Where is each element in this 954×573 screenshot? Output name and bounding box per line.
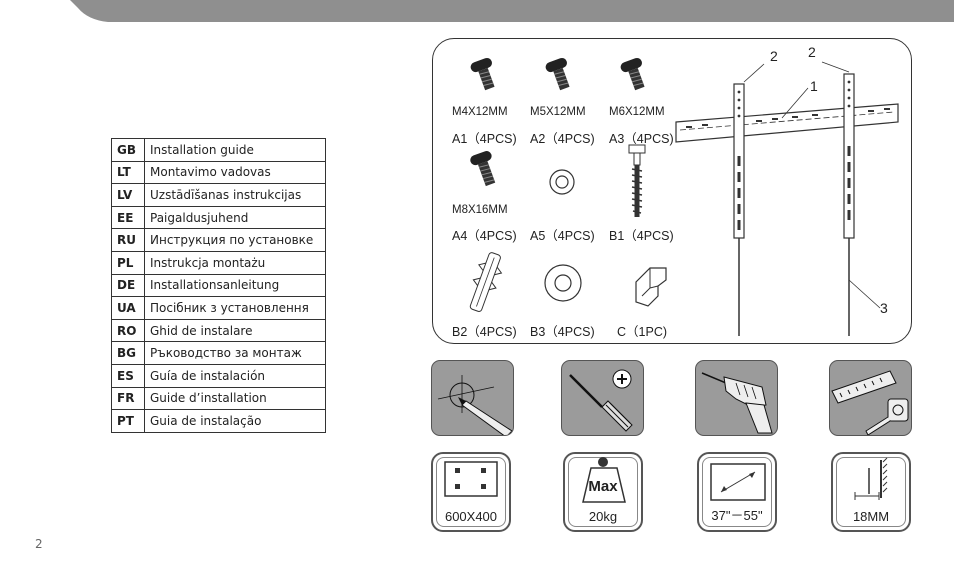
language-guide-title: Installationsanleitung: [144, 273, 326, 298]
screw-a3-icon: [620, 57, 645, 91]
max-load-value: 20kg: [588, 509, 618, 524]
weight-icon: [582, 457, 626, 503]
a1-size: M4X12MM: [452, 106, 508, 118]
screwdriver-icon: [569, 369, 633, 432]
vesa-holes-icon: [444, 461, 498, 497]
max-label: Max: [588, 478, 618, 495]
page-number: 2: [35, 537, 43, 551]
diagonal-screen-icon: [710, 463, 766, 501]
language-guide-title: Instrukcja montażu: [144, 250, 326, 275]
screen-size-value: 37"－55": [711, 508, 763, 523]
b2-label: B2（4PCS): [452, 325, 517, 339]
language-code: GB: [111, 138, 145, 162]
language-guide-title: Посібник з установлення: [144, 296, 326, 320]
language-code: LT: [111, 160, 145, 185]
screw-a4-icon: [470, 151, 496, 187]
header-band: [70, 0, 954, 22]
a2-size: M5X12MM: [530, 106, 586, 118]
tape-measure-icon: [831, 370, 909, 435]
language-code: DE: [111, 273, 145, 298]
callout-2-left: 2: [770, 48, 778, 64]
c-label: C（1PC): [617, 325, 668, 339]
drill-icon: [701, 372, 773, 434]
wall-bracket-illustration: [675, 61, 899, 336]
washer-b3-icon: [544, 264, 582, 302]
a2-label: A2（4PCS): [530, 132, 595, 146]
vesa-value: 600X400: [444, 509, 498, 524]
callout-1: 1: [810, 78, 818, 94]
vesa-pattern-tile: 600X400: [431, 452, 511, 532]
language-code: PT: [111, 409, 145, 433]
a3-label: A3（4PCS): [609, 132, 674, 146]
safety-clip-c-icon: [635, 267, 667, 307]
callout-2-right: 2: [808, 44, 816, 60]
language-guide-title: Guía de instalación: [144, 363, 326, 388]
language-guide-title: Ghid de instalare: [144, 318, 326, 343]
b1-label: B1（4PCS): [609, 229, 674, 243]
language-code: UA: [111, 296, 145, 320]
language-guide-title: Paigaldusjuhend: [144, 205, 326, 230]
screen-size-tile: 37"－55": [697, 452, 777, 532]
language-guide-title: Ръководство за монтаж: [144, 341, 326, 365]
a4-label: A4（4PCS): [452, 229, 517, 243]
language-guide-title: Montavimo vadovas: [144, 160, 326, 185]
language-guide-title: Guia de instalação: [144, 409, 326, 433]
language-code: RU: [111, 228, 145, 252]
a5-label: A5（4PCS): [530, 229, 595, 243]
language-code: FR: [111, 386, 145, 411]
language-guide-title: Installation guide: [144, 138, 326, 162]
parts-panel: [432, 38, 912, 344]
language-guide-title: Инструкция по установке: [144, 228, 326, 252]
pencil-icon: [437, 375, 513, 435]
screw-a2-icon: [545, 57, 570, 91]
wall-distance-value: 18MM: [852, 509, 890, 524]
a3-size: M6X12MM: [609, 106, 665, 118]
a4-size: M8X16MM: [452, 204, 508, 216]
language-code: PL: [111, 250, 145, 275]
wall-distance-icon: [854, 457, 888, 500]
language-code: EE: [111, 205, 145, 230]
language-code: RO: [111, 318, 145, 343]
tape-measure-tile: [829, 360, 912, 436]
wall-distance-tile: 18MM: [831, 452, 911, 532]
screw-a1-icon: [470, 57, 495, 91]
drill-tile: [695, 360, 778, 436]
wall-anchor-b2-icon: [469, 252, 503, 312]
washer-a5-icon: [549, 169, 575, 195]
b3-label: B3（4PCS): [530, 325, 595, 339]
max-load-tile: Max 20kg: [563, 452, 643, 532]
language-code: ES: [111, 363, 145, 388]
language-guide-title: Guide d’installation: [144, 386, 326, 411]
a1-label: A1（4PCS): [452, 132, 517, 146]
language-code: BG: [111, 341, 145, 365]
language-code: LV: [111, 183, 145, 207]
screwdriver-tile: [561, 360, 644, 436]
lag-bolt-b1-icon: [628, 144, 646, 217]
callout-3: 3: [880, 300, 888, 316]
marking-pencil-tile: [431, 360, 514, 436]
language-guide-title: Uzstādīšanas instrukcijas: [144, 183, 326, 207]
